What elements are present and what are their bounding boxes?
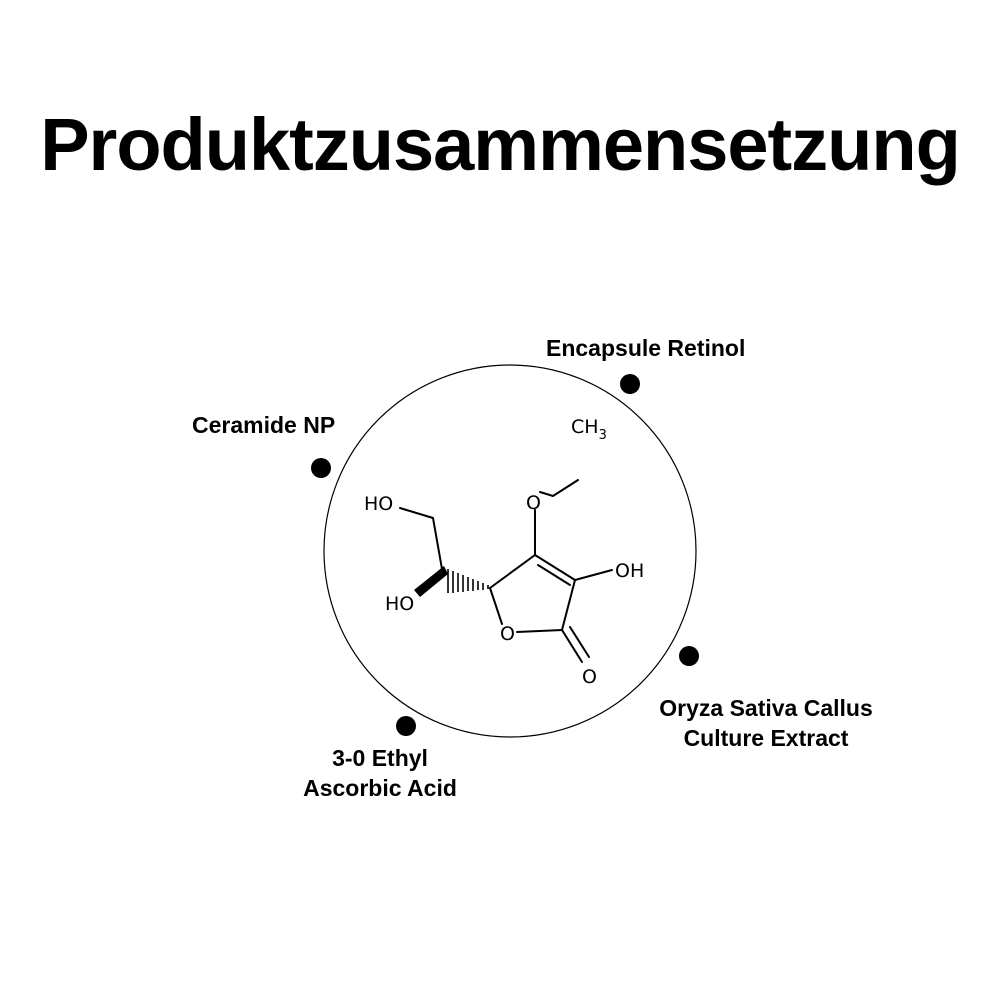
label-ethyl-ascorbic-acid: 3-0 Ethyl Ascorbic Acid — [280, 743, 480, 803]
bond-carbonyl-b — [569, 626, 590, 658]
bond-c3-c4 — [489, 554, 536, 589]
atom-ho-top: HO — [364, 493, 393, 515]
molecule-bonds — [399, 479, 613, 663]
marker-dot-ascorbic — [396, 716, 416, 736]
label-oryza-sativa: Oryza Sativa Callus Culture Extract — [636, 693, 896, 753]
bond-c2-oh — [574, 569, 613, 581]
atom-o-carbonyl: O — [582, 666, 597, 688]
bond-ch2-o — [539, 491, 554, 497]
label-ascorbic-line1: 3-0 Ethyl — [332, 745, 428, 771]
label-ascorbic-line2: Ascorbic Acid — [303, 775, 457, 801]
atom-oh-right: OH — [615, 560, 644, 582]
atom-o-ring: O — [500, 623, 515, 645]
bond-c3-c2-double-a — [534, 554, 576, 581]
atom-ch3: CH3 — [571, 416, 607, 443]
bond-c1-oring — [516, 629, 563, 633]
label-encapsule-retinol: Encapsule Retinol — [546, 335, 746, 361]
atom-ho-left: HO — [385, 593, 414, 615]
outline-circle — [323, 364, 697, 738]
bond-c6-ho — [399, 507, 434, 519]
bond-c2-c1 — [561, 579, 576, 631]
page-title: Produktzusammensetzung — [40, 103, 961, 186]
label-ceramide-np: Ceramide NP — [192, 412, 336, 438]
label-oryza-line2: Culture Extract — [683, 725, 849, 751]
label-oryza-line1: Oryza Sativa Callus — [659, 695, 873, 721]
marker-dot-retinol — [620, 374, 640, 394]
marker-dot-oryza — [679, 646, 699, 666]
bond-c5-c6 — [432, 517, 443, 570]
atom-o-ether: O — [526, 492, 541, 514]
marker-dot-ceramide — [311, 458, 331, 478]
hashed-wedge-bond — [447, 569, 489, 593]
bond-ch3-ch2 — [552, 479, 579, 497]
bond-carbonyl-a — [561, 629, 583, 663]
bond-c3-c2-double-b — [537, 564, 571, 586]
bond-oring-c4 — [489, 587, 503, 625]
solid-wedge-bond — [414, 566, 448, 597]
